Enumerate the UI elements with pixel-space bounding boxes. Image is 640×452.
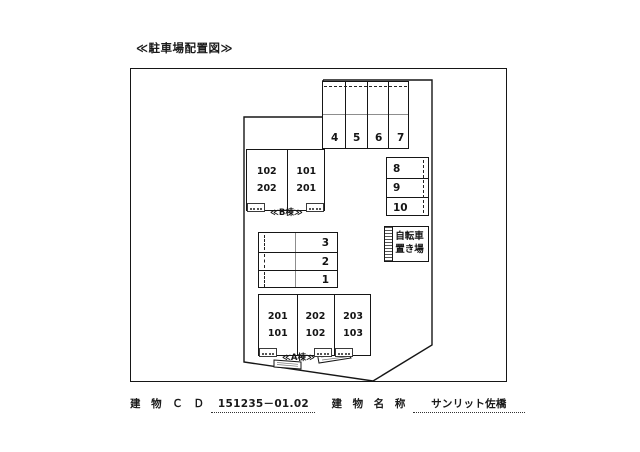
unit-201: 201 xyxy=(267,310,288,322)
stall-entry-edge-dashed xyxy=(264,235,265,250)
bicycle-parking-label-line2: 置き場 xyxy=(395,244,424,255)
parking-stall-3: 3 xyxy=(321,237,329,249)
stall-divider xyxy=(259,251,337,253)
parking-stall-9: 9 xyxy=(393,182,401,195)
parking-stall-5: 5 xyxy=(353,132,361,144)
building-a-label: ≪A棟≫ xyxy=(282,353,315,363)
top-parking-row: 4 5 6 7 xyxy=(322,81,409,149)
building-name-value: サンリット佐橋 xyxy=(412,396,525,413)
building-b-unit-column-right: 101 201 xyxy=(287,150,327,210)
right-parking-column: 8 9 10 xyxy=(386,157,429,216)
building-b: 102 202 101 201 xyxy=(246,149,325,211)
stall-divider xyxy=(387,197,428,199)
building-code-value: 151235－01.02 xyxy=(211,396,316,413)
footer-fields: 建 物 Ｃ Ｄ 151235－01.02 建 物 名 称 サンリット佐橋 xyxy=(130,396,525,418)
stall-divider xyxy=(366,82,368,148)
stall-entry-edge-dashed xyxy=(324,85,407,87)
stall-divider xyxy=(387,177,428,179)
parking-stall-2: 2 xyxy=(321,255,329,268)
building-a-divider xyxy=(296,295,298,355)
parking-stall-6: 6 xyxy=(375,132,383,144)
building-b-entrance-left xyxy=(247,203,265,212)
stall-mid-rule xyxy=(323,114,408,115)
building-b-entrance-right xyxy=(306,203,324,212)
building-a-unit-column-2: 202 102 xyxy=(297,295,335,355)
building-a-unit-column-3: 203 103 xyxy=(334,295,372,355)
building-a-unit-column-1: 201 101 xyxy=(259,295,297,355)
building-b-divider xyxy=(286,150,288,210)
stall-divider xyxy=(259,270,337,272)
hatched-edge xyxy=(385,227,393,261)
parking-stall-8: 8 xyxy=(393,162,401,175)
unit-202: 202 xyxy=(305,310,326,322)
parking-stall-4: 4 xyxy=(331,132,339,144)
entrance-marking-left xyxy=(273,359,302,370)
stall-mid-rule xyxy=(295,233,296,287)
building-b-label: ≪B棟≫ xyxy=(270,208,303,218)
parking-stall-10: 10 xyxy=(393,201,408,214)
building-a-entrance-1 xyxy=(259,348,277,357)
bicycle-parking-label-line1: 自転車 xyxy=(395,231,424,243)
stall-entry-edge-dashed xyxy=(264,272,265,287)
stall-divider xyxy=(344,82,346,148)
bicycle-parking-area: 自転車 置き場 xyxy=(384,226,429,262)
drawing-frame: 4 5 6 7 102 202 101 201 ≪B棟≫ xyxy=(130,68,507,382)
building-a-divider xyxy=(334,295,336,355)
page-title: ≪駐車場配置図≫ xyxy=(136,41,234,55)
unit-203: 203 xyxy=(343,310,363,322)
building-a-entrance-2 xyxy=(314,348,332,357)
stall-entry-edge-dashed xyxy=(423,160,424,213)
unit-103: 103 xyxy=(343,328,363,339)
stall-entry-edge-dashed xyxy=(264,253,265,269)
unit-201: 201 xyxy=(296,183,317,194)
site-boundary-outline xyxy=(244,80,432,381)
unit-102: 102 xyxy=(305,328,326,339)
unit-202: 202 xyxy=(256,183,277,194)
building-code-label: 建 物 Ｃ Ｄ xyxy=(130,398,208,410)
building-name-label: 建 物 名 称 xyxy=(331,398,409,410)
parking-stall-7: 7 xyxy=(397,132,405,144)
building-b-unit-column-left: 102 202 xyxy=(247,150,287,210)
unit-101: 101 xyxy=(267,328,288,339)
parking-stall-1: 1 xyxy=(321,274,329,287)
stall-divider xyxy=(388,82,390,148)
unit-101: 101 xyxy=(296,165,317,177)
building-a: 201 101 202 102 203 103 xyxy=(258,294,371,356)
building-a-entrance-3 xyxy=(335,348,353,357)
middle-parking-row: 3 2 1 xyxy=(258,232,338,288)
unit-102: 102 xyxy=(256,165,277,177)
